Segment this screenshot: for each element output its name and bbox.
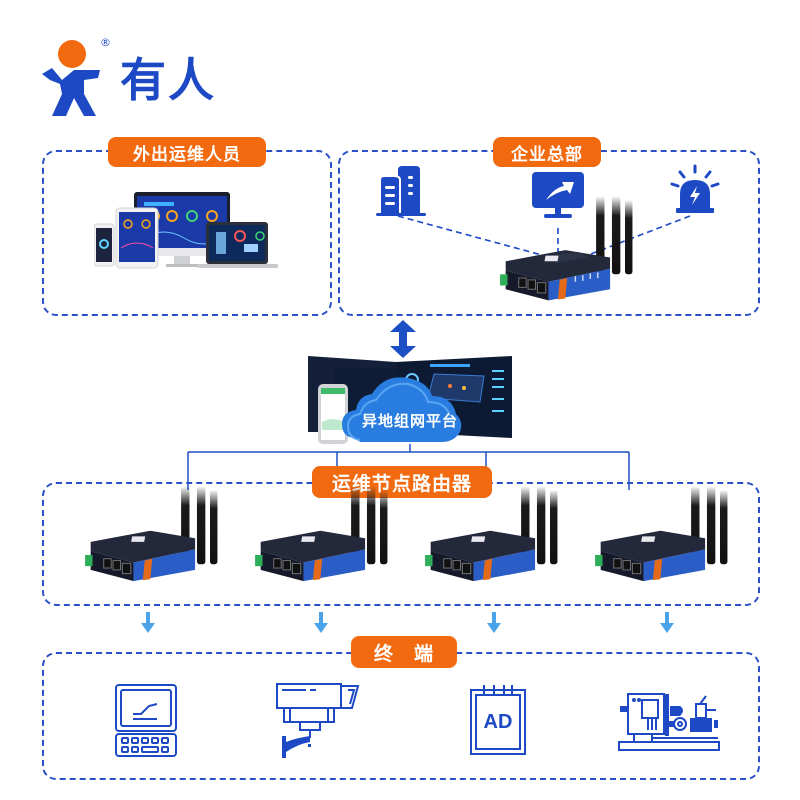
down-arrow-icon-1 <box>141 612 155 633</box>
industrial-computer-icon <box>115 684 177 757</box>
monitor-upload-icon <box>532 172 584 218</box>
down-arrow-icon-4 <box>660 612 674 633</box>
building-icon <box>376 166 426 216</box>
node-router-1 <box>85 486 218 582</box>
node-routers-tag: 运维节点路由器 <box>312 466 492 498</box>
headquarters-router-image <box>500 196 633 301</box>
down-arrow-icon-2 <box>314 612 328 633</box>
terminals-tag: 终 端 <box>351 636 457 668</box>
down-arrow-icon-3 <box>487 612 501 633</box>
headquarters-tag: 企业总部 <box>493 137 601 167</box>
alarm-light-icon <box>670 164 720 213</box>
multi-device-dashboard-image <box>94 192 278 269</box>
industrial-machine-icon <box>618 693 720 751</box>
ad-display-icon: AD <box>470 685 526 755</box>
bidirectional-arrow-icon <box>390 320 416 358</box>
surveillance-camera-icon <box>276 683 360 758</box>
ad-display-text: AD <box>484 711 513 733</box>
person-logo-icon <box>42 40 100 116</box>
platform-label: 异地组网平台 <box>361 412 458 430</box>
field-staff-tag: 外出运维人员 <box>108 137 266 167</box>
cloud-platform-dashboards <box>308 356 512 444</box>
node-router-3 <box>425 486 558 582</box>
node-router-4 <box>595 486 728 582</box>
node-router-2 <box>255 486 388 582</box>
brand-name: 有人 <box>120 53 216 107</box>
registered-mark: ® <box>100 36 111 49</box>
